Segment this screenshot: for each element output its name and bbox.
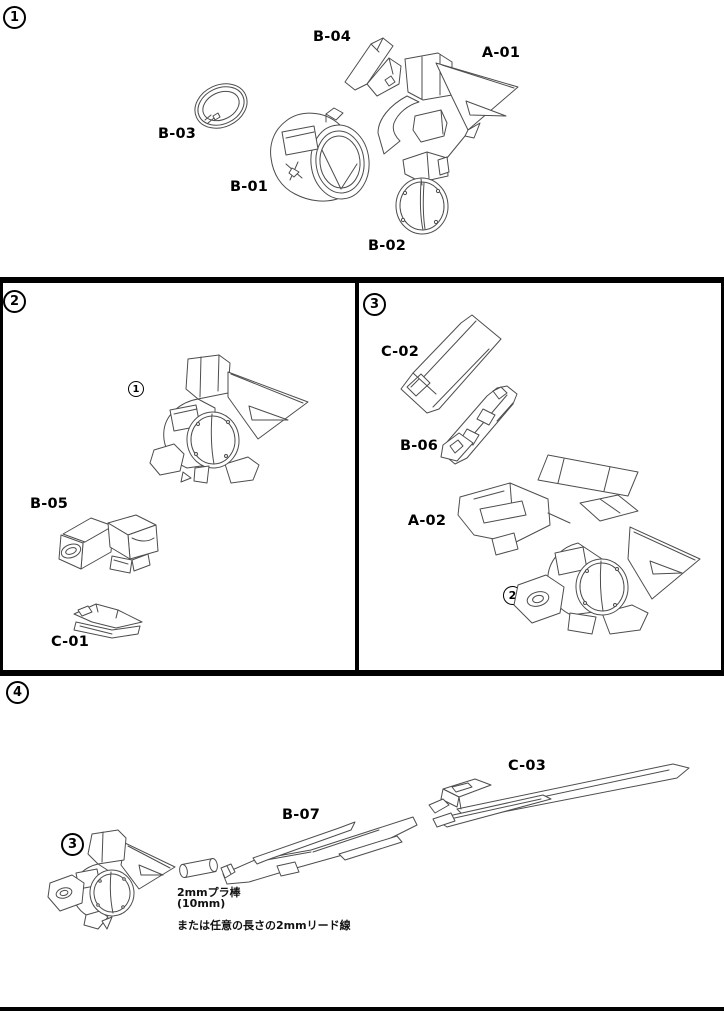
part-label-c02: C-02 bbox=[381, 344, 419, 360]
part-label-b05: B-05 bbox=[29, 496, 69, 512]
step-badge-2: 2 bbox=[3, 290, 26, 313]
step-badge-1: 1 bbox=[3, 6, 26, 29]
part-drawing-b02 bbox=[395, 177, 449, 235]
part-drawing-c02 bbox=[400, 314, 502, 414]
part-label-b03: B-03 bbox=[157, 126, 197, 142]
rule-top-of-steps23 bbox=[0, 277, 724, 283]
part-label-b07: B-07 bbox=[281, 807, 321, 823]
part-label-c03: C-03 bbox=[508, 758, 546, 774]
assembly-ref-2-number: 2 bbox=[508, 589, 517, 602]
part-label-c01: C-01 bbox=[51, 634, 89, 650]
border-left-steps23 bbox=[0, 277, 3, 676]
note-rod-line2: (10mm) bbox=[177, 897, 226, 910]
step-badge-3-number: 3 bbox=[369, 297, 380, 312]
assembly-ref-1-number: 1 bbox=[132, 383, 140, 395]
part-drawing-c03 bbox=[428, 763, 690, 828]
step-badge-2-number: 2 bbox=[9, 294, 20, 309]
rule-bottom-of-steps23 bbox=[0, 670, 724, 676]
part-label-b06: B-06 bbox=[399, 438, 439, 454]
assembly-ref-3-number: 3 bbox=[67, 837, 78, 852]
part-drawing-b01 bbox=[270, 107, 370, 202]
part-drawing-b06 bbox=[440, 385, 518, 465]
part-drawing-a01 bbox=[377, 52, 519, 183]
part-drawing-c01 bbox=[73, 603, 143, 639]
assembly-ref-badge-1: 1 bbox=[128, 381, 144, 397]
assembly-ref-badge-3: 3 bbox=[61, 833, 84, 856]
step-badge-4: 4 bbox=[6, 681, 29, 704]
part-label-b01: B-01 bbox=[229, 179, 269, 195]
step-badge-3: 3 bbox=[363, 293, 386, 316]
part-label-b02: B-02 bbox=[367, 238, 407, 254]
drawing-plastic-rod bbox=[179, 857, 218, 879]
drawing-assembly-1 bbox=[149, 354, 309, 484]
part-label-a02: A-02 bbox=[407, 513, 447, 529]
drawing-assembly-2 bbox=[457, 454, 701, 635]
part-drawing-b04 bbox=[344, 37, 402, 97]
part-drawing-b07 bbox=[220, 816, 418, 885]
rule-page-bottom bbox=[0, 1007, 724, 1011]
part-drawing-b03 bbox=[194, 83, 248, 129]
border-right-steps23 bbox=[721, 277, 724, 676]
divider-steps23 bbox=[355, 277, 359, 676]
part-label-a01: A-01 bbox=[481, 45, 521, 61]
part-drawing-b05 bbox=[58, 514, 159, 574]
note-rod-line1: 2mmプラ棒 bbox=[177, 886, 241, 899]
part-label-b04: B-04 bbox=[312, 29, 352, 45]
note-rod-line3: または任意の長さの2mmリード線 bbox=[177, 919, 351, 932]
step-badge-1-number: 1 bbox=[9, 10, 20, 25]
drawing-assembly-3 bbox=[47, 829, 176, 930]
step-badge-4-number: 4 bbox=[12, 685, 23, 700]
